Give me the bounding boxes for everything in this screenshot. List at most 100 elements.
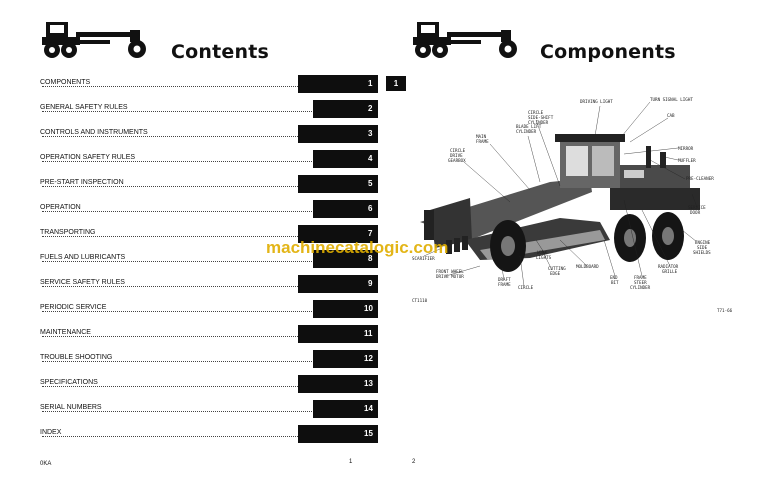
toc-leader xyxy=(42,386,332,387)
toc-number: 8 xyxy=(368,254,373,263)
toc-number: 2 xyxy=(368,104,373,113)
toc-leader xyxy=(42,136,332,137)
toc-number: 15 xyxy=(364,429,373,438)
grader-component-diagram: DRIVING LIGHT TURN SIGNAL LIGHT CAB MIRR… xyxy=(412,97,733,313)
callout-cutting-edge: CUTTING xyxy=(548,266,566,271)
page-number: 1 xyxy=(349,459,353,465)
callout-work-lights: LIGHTS xyxy=(536,255,552,260)
toc-number: 7 xyxy=(368,229,373,238)
toc-leader xyxy=(42,186,332,187)
toc-row[interactable]: MAINTENANCE 11 xyxy=(40,325,380,345)
toc-row[interactable]: SERVICE SAFETY RULES 9 xyxy=(40,275,380,295)
callout-mirror: MIRROR xyxy=(678,146,694,151)
callout-front-wheel: DRIVE MOTOR xyxy=(436,274,464,279)
toc-tab xyxy=(313,200,378,218)
callout-end-bit: BIT xyxy=(611,280,619,285)
callout-draft-frame: DRAFT xyxy=(498,277,511,282)
toc-row[interactable]: TRANSPORTING 7 xyxy=(40,225,380,245)
page-title: Contents xyxy=(171,41,270,63)
toc-tab xyxy=(313,300,378,318)
callout-labels: DRIVING LIGHT TURN SIGNAL LIGHT CAB MIRR… xyxy=(412,97,733,313)
callout-frame-steer: FRAME xyxy=(634,275,647,280)
callout-engine-shields: ENGINE xyxy=(695,240,711,245)
callout-muffler: MUFFLER xyxy=(678,158,696,163)
toc-leader xyxy=(42,111,314,112)
toc-row[interactable]: FUELS AND LUBRICANTS 8 xyxy=(40,250,380,270)
callout-end-bit: END xyxy=(610,275,618,280)
toc-row[interactable]: PRE-START INSPECTION 5 xyxy=(40,175,380,195)
toc-label: OPERATION SAFETY RULES xyxy=(40,154,137,161)
toc-leader xyxy=(42,236,332,237)
toc-label: CONTROLS AND INSTRUMENTS xyxy=(40,129,149,136)
footer-code: 0KA xyxy=(40,461,52,467)
callout-frame-steer: CYLINDER xyxy=(630,285,651,290)
toc-leader xyxy=(42,436,332,437)
callout-engine-shields: SIDE xyxy=(697,245,708,250)
callout-moldboard: MOLDBOARD xyxy=(576,264,599,269)
callout-front-wheel: FRONT WHEEL xyxy=(436,269,464,274)
callout-circle-drive: CIRCLE xyxy=(450,148,466,153)
callout-circle-drive: GEARBOX xyxy=(448,158,466,163)
toc-label: SERVICE SAFETY RULES xyxy=(40,279,126,286)
toc-label: COMPONENTS xyxy=(40,79,92,86)
components-page: Components xyxy=(400,0,768,497)
callout-blade-lift: CYLINDER xyxy=(516,129,537,134)
callout-circle-side-shift: SIDE-SHIFT xyxy=(528,115,554,120)
callout-engine-shields: SHIELDS xyxy=(693,250,711,255)
callout-main-frame: MAIN xyxy=(476,134,487,139)
toc-number: 3 xyxy=(368,129,373,138)
section-tab[interactable]: 1 xyxy=(386,76,406,91)
toc-label: TRANSPORTING xyxy=(40,229,97,236)
toc-tab xyxy=(298,175,378,193)
callout-frame-steer: STEER xyxy=(634,280,647,285)
toc-tab xyxy=(298,225,378,243)
toc-leader xyxy=(42,311,314,312)
watermark: machinecatalogic.com xyxy=(266,238,449,257)
callout-leaders xyxy=(423,101,698,287)
toc-label: MAINTENANCE xyxy=(40,329,92,336)
toc-number: 6 xyxy=(368,204,373,213)
toc-tab xyxy=(298,425,378,443)
toc-number: 13 xyxy=(364,379,373,388)
toc-row[interactable]: PERIODIC SERVICE 10 xyxy=(40,300,380,320)
toc-number: 11 xyxy=(364,329,373,338)
callout-cab: CAB xyxy=(667,113,675,118)
toc-row[interactable]: OPERATION 6 xyxy=(40,200,380,220)
callout-turn-signal: TURN SIGNAL LIGHT xyxy=(650,97,693,102)
toc-leader xyxy=(42,286,332,287)
toc-tab xyxy=(298,375,378,393)
toc-row[interactable]: TROUBLE SHOOTING 12 xyxy=(40,350,380,370)
callout-radiator-grille: RADIATOR xyxy=(658,264,679,269)
toc-tab xyxy=(313,350,378,368)
toc-number: 4 xyxy=(368,154,373,163)
toc-leader xyxy=(42,261,314,262)
toc-number: 5 xyxy=(368,179,373,188)
toc-row[interactable]: SPECIFICATIONS 13 xyxy=(40,375,380,395)
toc-row[interactable]: COMPONENTS 1 xyxy=(40,75,380,95)
toc-row[interactable]: GENERAL SAFETY RULES 2 xyxy=(40,100,380,120)
callout-circle-side-shift: CYLINDER xyxy=(528,120,549,125)
toc-number: 12 xyxy=(364,354,373,363)
toc-number: 14 xyxy=(364,404,373,413)
toc-leader xyxy=(42,211,314,212)
toc-row[interactable]: INDEX 15 xyxy=(40,425,380,445)
toc-row[interactable]: OPERATION SAFETY RULES 4 xyxy=(40,150,380,170)
callout-driving-light: DRIVING LIGHT xyxy=(580,99,613,104)
toc-row[interactable]: CONTROLS AND INSTRUMENTS 3 xyxy=(40,125,380,145)
callout-service-door: SERVICE xyxy=(688,205,706,210)
toc-label: OPERATION xyxy=(40,204,82,211)
toc-label: GENERAL SAFETY RULES xyxy=(40,104,129,111)
callout-radiator-grille: GRILLE xyxy=(662,269,678,274)
toc-label: PERIODIC SERVICE xyxy=(40,304,108,311)
motor-grader-illustration xyxy=(420,134,700,272)
callout-scarifier: SCARIFIER xyxy=(412,256,435,261)
toc-label: SERIAL NUMBERS xyxy=(40,404,103,411)
toc-tab xyxy=(298,125,378,143)
toc-leader xyxy=(42,336,332,337)
toc-label: INDEX xyxy=(40,429,63,436)
toc-tab xyxy=(313,400,378,418)
contents-page: Contents COMPONENTS 1 GENERAL SAFETY RUL… xyxy=(40,22,380,467)
callout-circle-side-shift: CIRCLE xyxy=(528,110,544,115)
toc-row[interactable]: SERIAL NUMBERS 14 xyxy=(40,400,380,420)
callout-cutting-edge: EDGE xyxy=(550,271,561,276)
